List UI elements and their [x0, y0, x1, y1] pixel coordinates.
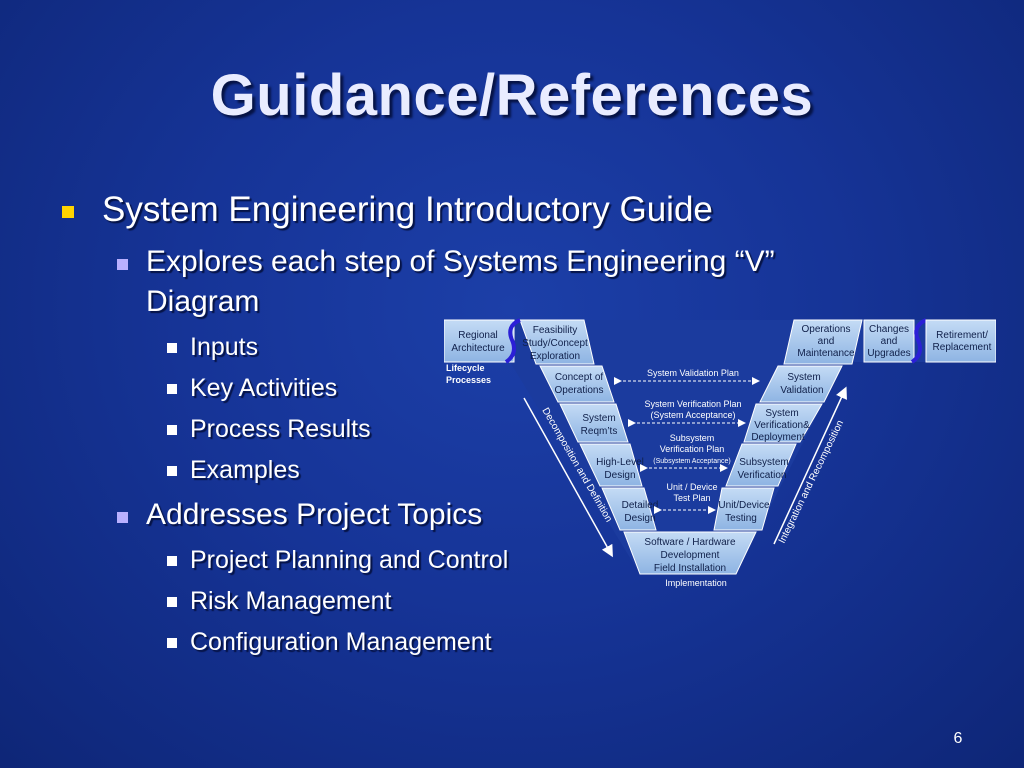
software-hardware-box	[623, 531, 757, 575]
bullet-square-icon	[62, 206, 74, 218]
subsystem-plan-label-3: (Subsystem Acceptance)	[653, 458, 730, 465]
slide-title: Guidance/References	[210, 63, 814, 128]
hld-label-1: High-Level	[596, 457, 644, 468]
bullet-level3-process-results: Process Results	[190, 415, 371, 443]
sysreq-label-1: System	[582, 413, 615, 424]
feasibility-label-3: Exploration	[530, 351, 580, 362]
bullet-square-icon	[167, 466, 177, 476]
sys-val-label-1: System	[787, 372, 820, 383]
feasibility-box	[519, 319, 595, 365]
subsystem-verification-box	[725, 443, 797, 487]
ops-label-3: Maintenance	[797, 348, 855, 359]
bullet-square-icon	[167, 597, 177, 607]
changes-label-3: Upgrades	[867, 348, 910, 359]
bullet-level2-explores-line2: Diagram	[146, 285, 260, 318]
left-bracket-icon	[504, 318, 521, 364]
sys-ver-label-2: Verification&	[754, 420, 810, 431]
changes-label-1: Changes	[869, 324, 909, 335]
feasibility-label-2: Study/Concept	[522, 338, 588, 349]
bullet-level3-risk-management: Risk Management	[190, 587, 392, 615]
bullet-level3-configuration-management: Configuration Management	[190, 628, 492, 656]
unit-device-testing-box	[713, 487, 775, 531]
bullet-square-icon	[167, 384, 177, 394]
sys-ver-label-1: System	[765, 408, 798, 419]
bullet-level2-project-topics: Addresses Project Topics	[146, 498, 483, 531]
bullet-level3-examples: Examples	[190, 456, 300, 484]
bullet-level2-explores-line1: Explores each step of Systems Engineerin…	[146, 245, 775, 278]
ops-label-1: Operations	[802, 324, 851, 335]
bullet-square-icon	[167, 638, 177, 648]
bullet-square-icon	[117, 259, 128, 270]
swhw-label-2: Development	[661, 550, 720, 561]
bullet-level1-guide: System Engineering Introductory Guide	[102, 190, 713, 229]
decomposition-arrow	[523, 397, 613, 558]
page-number: 6	[953, 730, 963, 747]
sys-ver-label-3: Deployment	[751, 432, 805, 443]
subsystem-plan-label-2: Verification Plan	[660, 444, 725, 454]
regional-label-1: Regional	[458, 330, 497, 341]
systems-engineering-v-diagram: Regional Architecture Feasibility Study/…	[444, 318, 996, 588]
unit-testing-label-2: Testing	[725, 513, 757, 524]
integration-arrow	[773, 386, 847, 545]
unit-testing-label-1: Unit/Device	[718, 500, 770, 511]
verification-plan-label-1: System Verification Plan	[644, 399, 741, 409]
regional-architecture-box	[444, 319, 515, 363]
implementation-label: Implementation	[665, 578, 727, 588]
swhw-label-3: Field Installation	[654, 563, 726, 574]
retirement-label-2: Replacement	[933, 342, 992, 353]
system-verification-deployment-box	[743, 403, 823, 443]
subsystem-plan-label-1: Subsystem	[670, 433, 715, 443]
system-requirements-box	[559, 403, 629, 443]
changes-upgrades-box	[863, 319, 915, 363]
concept-label-1: Concept of	[555, 372, 604, 383]
sysreq-label-2: Reqm’ts	[581, 426, 618, 437]
bullet-level3-inputs: Inputs	[190, 333, 259, 361]
subsys-ver-label-2: Verification	[738, 470, 787, 481]
detailed-label-1: Detailed	[622, 500, 659, 511]
swhw-label-1: Software / Hardware	[644, 537, 736, 548]
sys-val-label-2: Validation	[780, 385, 823, 396]
concept-label-2: Operations	[555, 385, 604, 396]
lifecycle-label-1: Lifecycle	[446, 363, 485, 373]
bullet-square-icon	[117, 512, 128, 523]
hld-label-2: Design	[604, 470, 635, 481]
high-level-design-box	[579, 443, 643, 487]
ops-label-2: and	[818, 336, 835, 347]
subsys-ver-label-1: Subsystem	[739, 457, 788, 468]
validation-plan-label: System Validation Plan	[647, 368, 739, 378]
feasibility-label-1: Feasibility	[533, 325, 577, 336]
unit-plan-label-1: Unit / Device	[666, 482, 717, 492]
detailed-design-box	[601, 487, 657, 531]
detailed-label-2: Design	[624, 513, 655, 524]
system-validation-box	[759, 365, 843, 403]
retirement-replacement-box	[925, 319, 996, 363]
changes-label-2: and	[881, 336, 898, 347]
bullet-square-icon	[167, 556, 177, 566]
bullet-level3-key-activities: Key Activities	[190, 374, 338, 402]
bullet-square-icon	[167, 343, 177, 353]
retirement-label-1: Retirement/	[936, 330, 988, 341]
right-bracket-icon	[910, 318, 927, 364]
unit-plan-label-2: Test Plan	[673, 493, 710, 503]
regional-label-2: Architecture	[451, 343, 505, 354]
bullet-level3-project-planning: Project Planning and Control	[190, 546, 509, 574]
verification-plan-label-2: (System Acceptance)	[650, 410, 735, 420]
bullet-square-icon	[167, 425, 177, 435]
lifecycle-label-2: Processes	[446, 375, 491, 385]
concept-of-operations-box	[539, 365, 615, 403]
operations-maintenance-box	[783, 319, 863, 365]
